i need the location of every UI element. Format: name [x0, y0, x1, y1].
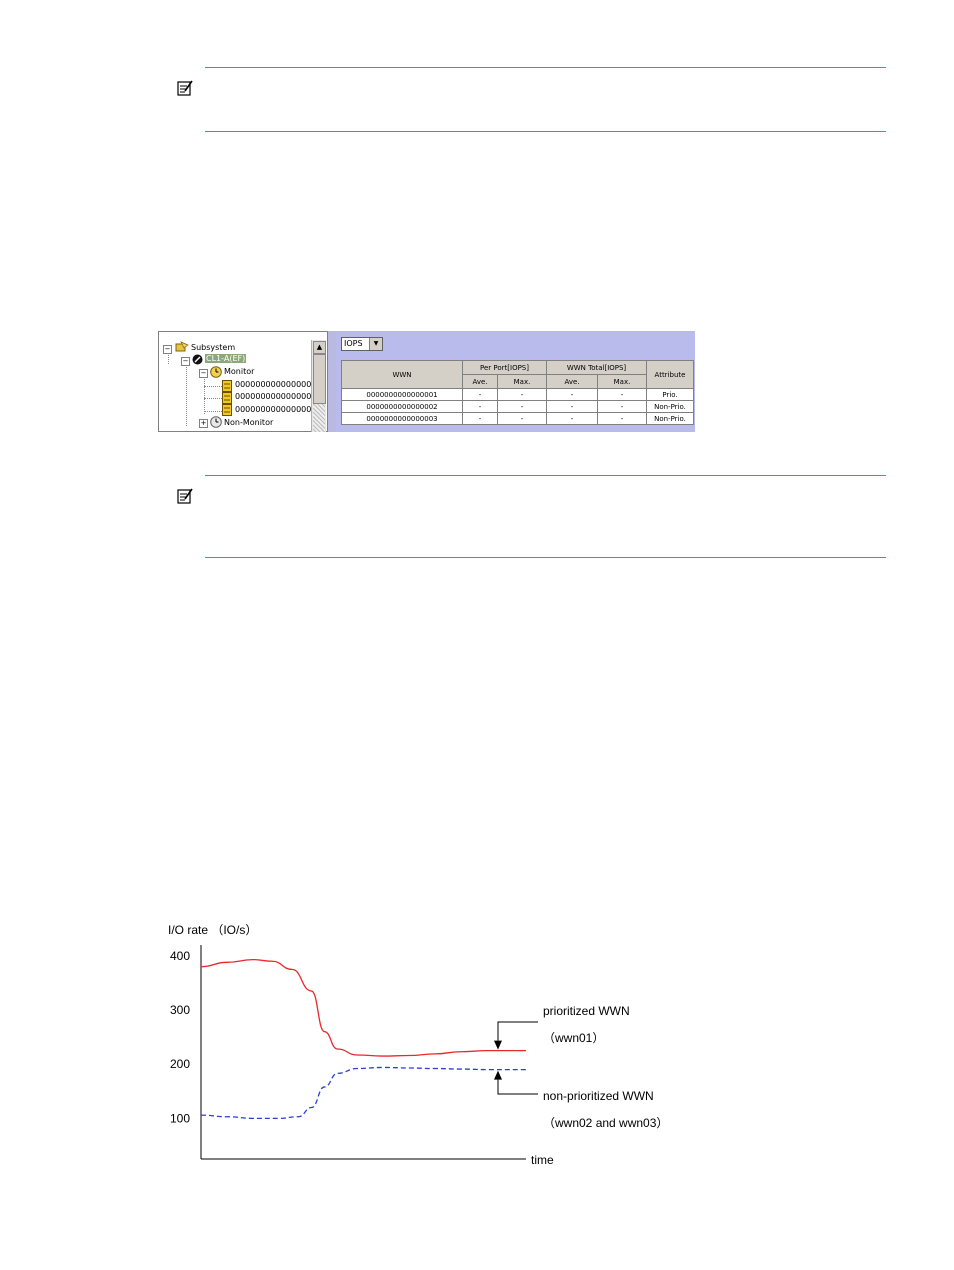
cell-wwn: 0000000000000001	[341, 388, 463, 401]
port-tree-panel: − Subsystem − CL1-A(EF) − Monitor 000000…	[158, 331, 328, 432]
annotation-prioritized-sublabel: （wwn01）	[543, 1031, 604, 1045]
subsystem-icon	[175, 341, 189, 355]
cell-wwn: 0000000000000002	[341, 400, 463, 413]
column-header-max[interactable]: Max.	[497, 374, 547, 389]
table-row[interactable]: 0000000000000003 - - - - Non-Prio.	[341, 412, 694, 425]
series-line-prioritized	[200, 958, 526, 1057]
tree-line	[204, 411, 222, 412]
cell-per-port-ave: -	[462, 400, 498, 413]
metric-select[interactable]: IOPS ▼	[341, 337, 383, 351]
note-icon	[176, 487, 196, 507]
cell-wwn-total-ave: -	[546, 412, 598, 425]
y-tick-label: 300	[170, 1003, 190, 1017]
series-line-non-prioritized	[200, 1066, 526, 1120]
cell-per-port-max: -	[497, 388, 547, 401]
cell-wwn: 0000000000000003	[341, 412, 463, 425]
note-icon	[176, 79, 196, 99]
tree-item-wwn[interactable]: 0000000000000002	[235, 392, 317, 401]
scroll-up-icon[interactable]: ▲	[313, 341, 326, 354]
scroll-thumb[interactable]	[313, 354, 326, 404]
tree-scrollbar[interactable]: ▲	[311, 340, 326, 432]
cell-per-port-max: -	[497, 412, 547, 425]
dropdown-arrow-icon[interactable]: ▼	[369, 338, 382, 350]
panel-divider[interactable]	[328, 331, 336, 432]
note-bottom-rule	[205, 131, 886, 132]
cell-attribute: Prio.	[646, 388, 694, 401]
non-monitor-clock-icon	[210, 416, 222, 430]
collapse-toggle[interactable]: −	[181, 357, 190, 366]
y-tick-label: 100	[170, 1111, 190, 1125]
tree-item-subsystem[interactable]: Subsystem	[191, 343, 236, 352]
annotation-arrow	[494, 1070, 502, 1080]
collapse-toggle[interactable]: −	[199, 369, 208, 378]
tree-line	[204, 374, 205, 414]
tree-line	[204, 386, 222, 387]
column-header-ave[interactable]: Ave.	[462, 374, 498, 389]
performance-monitor-screenshot: − Subsystem − CL1-A(EF) − Monitor 000000…	[158, 331, 695, 432]
cell-wwn-total-max: -	[597, 388, 647, 401]
tree-item-wwn[interactable]: 0000000000000003	[235, 405, 317, 414]
cell-wwn-total-ave: -	[546, 400, 598, 413]
expand-toggle[interactable]: +	[199, 419, 208, 428]
column-header-ave[interactable]: Ave.	[546, 374, 598, 389]
note-top-rule	[205, 475, 886, 476]
cell-wwn-total-ave: -	[546, 388, 598, 401]
cell-per-port-ave: -	[462, 412, 498, 425]
tree-line	[168, 350, 169, 364]
note-top-rule	[205, 67, 886, 68]
wwn-icon	[222, 380, 232, 394]
port-icon	[192, 354, 203, 367]
annotation-arrow	[494, 1040, 502, 1050]
annotation-leader-line	[497, 1079, 538, 1095]
cell-per-port-max: -	[497, 400, 547, 413]
annotation-non-prioritized-sublabel: （wwn02 and wwn03）	[543, 1116, 668, 1130]
wwn-statistics-table: WWN Per Port[IOPS] WWN Total[IOPS] Attri…	[341, 360, 694, 425]
tree-item-non-monitor[interactable]: Non-Monitor	[224, 418, 274, 427]
metric-select-value: IOPS	[344, 339, 363, 348]
tree-line	[186, 362, 187, 426]
statistics-panel: IOPS ▼ WWN Per Port[IOPS] WWN Total[IOPS…	[336, 331, 695, 432]
cell-per-port-ave: -	[462, 388, 498, 401]
scroll-track[interactable]	[313, 404, 325, 432]
y-axis-label: I/O rate （IO/s）	[168, 923, 257, 937]
column-header-wwn[interactable]: WWN	[341, 360, 463, 389]
cell-attribute: Non-Prio.	[646, 400, 694, 413]
wwn-icon	[222, 404, 232, 418]
cell-attribute: Non-Prio.	[646, 412, 694, 425]
annotation-prioritized-label: prioritized WWN	[543, 1004, 630, 1018]
annotation-non-prioritized-label: non-prioritized WWN	[543, 1089, 654, 1103]
column-header-attribute[interactable]: Attribute	[646, 360, 694, 389]
wwn-icon	[222, 392, 232, 406]
tree-item-wwn[interactable]: 0000000000000001	[235, 380, 317, 389]
y-tick-label: 200	[170, 1057, 190, 1071]
io-rate-chart: I/O rate （IO/s） time 400 300 200 100 priori…	[168, 923, 668, 1167]
cell-wwn-total-max: -	[597, 412, 647, 425]
tree-item-monitor[interactable]: Monitor	[224, 367, 255, 376]
column-group-wwn-total[interactable]: WWN Total[IOPS]	[546, 360, 647, 375]
table-row[interactable]: 0000000000000001 - - - - Prio.	[341, 388, 694, 401]
column-header-max[interactable]: Max.	[597, 374, 647, 389]
x-axis-label: time	[531, 1153, 554, 1167]
monitor-clock-icon	[210, 366, 222, 380]
column-group-per-port[interactable]: Per Port[IOPS]	[462, 360, 547, 375]
collapse-toggle[interactable]: −	[163, 345, 172, 354]
tree-item-port-label: CL1-A(EF)	[205, 354, 247, 363]
table-row[interactable]: 0000000000000002 - - - - Non-Prio.	[341, 400, 694, 413]
y-tick-label: 400	[170, 949, 190, 963]
tree-item-port[interactable]: CL1-A(EF)	[205, 354, 247, 364]
annotation-leader-line	[497, 1021, 538, 1041]
note-bottom-rule	[205, 557, 886, 558]
tree-line	[204, 398, 222, 399]
cell-wwn-total-max: -	[597, 400, 647, 413]
